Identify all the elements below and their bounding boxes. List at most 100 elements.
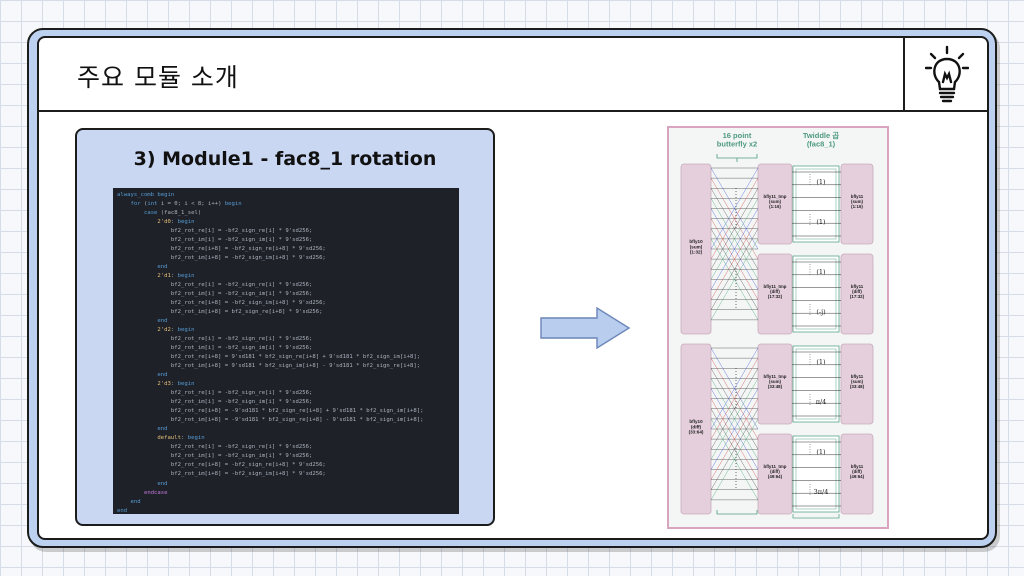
bfly11-tmp-label: bfly11_tmp(diff)(49:64) <box>764 464 787 479</box>
code-line: bf2_rot_re[i] = -bf2_sign_re[i] * 9'sd25… <box>117 228 313 235</box>
twiddle-inner <box>795 348 837 420</box>
twiddle-group <box>792 435 840 513</box>
code-line: bf2_rot_im[i] = -bf2_sign_im[i] * 9'sd25… <box>117 453 313 460</box>
code-line: bf2_rot_re[i+8] = -9'sd181 * bf2_sign_re… <box>117 408 424 415</box>
bfly11-tmp-block <box>757 163 793 245</box>
butterfly-cross-wire <box>710 238 759 320</box>
lightbulb-icon <box>925 45 969 103</box>
bfly10-label: bfly10(sum)(1:32) <box>689 239 703 255</box>
slide-frame: 주요 모듈 소개 3) Module1 - fac8_1 rot <box>27 28 997 548</box>
twiddle-inner <box>795 438 837 510</box>
butterfly-brace-bottom <box>716 510 758 515</box>
code-line: bf2_rot_im[i+8] = bf2_sign_re[i+8] * 9's… <box>117 309 323 316</box>
twiddle-label: (1) <box>816 178 826 186</box>
bfly11-label: bfly11(sum)(33:48) <box>850 374 865 389</box>
code-line: bf2_rot_re[i+8] = -bf2_sign_re[i+8] * 9'… <box>117 246 326 253</box>
bfly11-tmp-label: bfly11_tmp(diff)(17:32) <box>764 284 787 299</box>
code-line: always_comb begin <box>117 192 175 198</box>
code-line: case (fac8_1_sel) <box>143 210 202 217</box>
butterfly-cross-wire <box>710 208 759 290</box>
code-line: bf2_rot_im[i+8] = -bf2_sign_im[i+8] * 9'… <box>117 255 326 262</box>
code-line: 2'd1: begin <box>157 273 195 280</box>
bfly11-tmp-block <box>757 253 793 335</box>
butterfly-brace <box>716 154 758 159</box>
twiddle-label: (1) <box>816 358 826 366</box>
code-line: 2'd0: begin <box>157 219 195 226</box>
twiddle-group <box>792 255 840 333</box>
butterfly-cross-wire <box>710 167 759 250</box>
code-line: bf2_rot_im[i] = -bf2_sign_im[i] * 9'sd25… <box>117 345 313 352</box>
code-line: end <box>157 426 168 433</box>
twiddle-group <box>792 165 840 243</box>
butterfly-cross-wire <box>710 228 759 310</box>
code-line: bf2_rot_re[i+8] = 9'sd181 * bf2_sign_re[… <box>117 354 421 361</box>
bfly11-tmp-label: bfly11_tmp(sum)(1:16) <box>764 194 787 209</box>
twiddle-label: (1) <box>816 218 826 226</box>
right-arrow-icon <box>540 306 631 350</box>
butterfly-cross-wire <box>710 347 759 430</box>
bfly11-tmp-block <box>757 433 793 515</box>
code-card: 3) Module1 - fac8_1 rotation always_comb… <box>75 128 495 526</box>
code-line: end <box>157 318 168 325</box>
code-line: bf2_rot_re[i+8] = -bf2_sign_im[i+8] * 9'… <box>117 300 326 307</box>
code-line: bf2_rot_im[i] = -bf2_sign_im[i] * 9'sd25… <box>117 399 313 406</box>
slide-panel: 주요 모듈 소개 3) Module1 - fac8_1 rot <box>37 36 989 540</box>
butterfly-cross-wire <box>710 398 759 480</box>
code-line: end <box>130 498 141 505</box>
bfly11-block <box>840 433 874 515</box>
code-line: bf2_rot_im[i+8] = -9'sd181 * bf2_sign_re… <box>117 417 424 424</box>
code-line: bf2_rot_im[i] = -bf2_sign_im[i] * 9'sd25… <box>117 237 313 244</box>
code-line: default: begin <box>157 435 205 442</box>
butterfly-cross-wire <box>710 188 759 270</box>
twiddle-label: 3π/4 <box>814 488 829 496</box>
twiddle-brace <box>792 514 840 519</box>
butterfly-cross-wire <box>710 388 759 470</box>
twiddle-inner <box>795 258 837 330</box>
code-line: end <box>157 264 168 271</box>
twiddle-label: π/4 <box>816 398 827 406</box>
code-line: bf2_rot_im[i+8] = -bf2_sign_im[i+8] * 9'… <box>117 471 326 478</box>
butterfly-cross-wire <box>710 198 759 280</box>
header-divider <box>903 38 905 112</box>
butterfly-cross-wire <box>710 358 759 440</box>
butterfly-cross-wire <box>710 408 759 490</box>
code-block: always_comb begin for (int i = 0; i < 8;… <box>113 188 459 514</box>
slide-header: 주요 모듈 소개 <box>39 38 987 112</box>
bfly11-block <box>840 163 874 245</box>
code-line: endcase <box>143 489 168 496</box>
twiddle-inner <box>795 168 837 240</box>
code-line: bf2_rot_re[i] = -bf2_sign_re[i] * 9'sd25… <box>117 282 313 289</box>
code-line: end <box>157 480 168 487</box>
twiddle-group <box>792 345 840 423</box>
twiddle-header: Twiddle 곱(fac8_1) <box>803 131 839 149</box>
code-line: end <box>117 507 128 514</box>
code-line: bf2_rot_re[i] = -bf2_sign_re[i] * 9'sd25… <box>117 444 313 451</box>
slide-title: 주요 모듈 소개 <box>77 63 239 92</box>
bfly11-block <box>840 253 874 335</box>
code-line: for (int i = 0; i < 8; i++) begin <box>130 201 242 208</box>
code-line: end <box>157 372 168 379</box>
code-card-title: 3) Module1 - fac8_1 rotation <box>133 148 437 170</box>
bfly10-label: bfly10(diff)(33:64) <box>689 419 704 435</box>
code-line: bf2_rot_im[i] = -bf2_sign_im[i] * 9'sd25… <box>117 291 313 298</box>
code-line: 2'd2: begin <box>157 327 195 334</box>
code-line: bf2_rot_re[i] = -bf2_sign_re[i] * 9'sd25… <box>117 390 313 397</box>
butterfly-cross-wire <box>710 368 759 450</box>
twiddle-label: (1) <box>816 448 826 456</box>
bfly11-tmp-label: bfly11_tmp(sum)(33:48) <box>764 374 787 389</box>
bfly11-label: bfly11(diff)(49:64) <box>850 464 865 479</box>
twiddle-label: (1) <box>816 268 826 276</box>
bfly11-label: bfly11(diff)(17:32) <box>850 284 865 299</box>
butterfly-cross-wire <box>710 178 759 260</box>
butterfly-cross-wire <box>710 218 759 300</box>
bfly11-label: bfly11(sum)(1:16) <box>851 194 864 209</box>
bfly11-block <box>840 343 874 425</box>
twiddle-label: (-j) <box>816 308 826 316</box>
code-line: bf2_rot_re[i+8] = -bf2_sign_re[i+8] * 9'… <box>117 462 326 469</box>
butterfly-cross-wire <box>710 378 759 460</box>
code-line: bf2_rot_im[i+8] = 9'sd181 * bf2_sign_im[… <box>117 363 421 370</box>
bfly11-tmp-block <box>757 343 793 425</box>
code-line: bf2_rot_re[i] = -bf2_sign_re[i] * 9'sd25… <box>117 336 313 343</box>
